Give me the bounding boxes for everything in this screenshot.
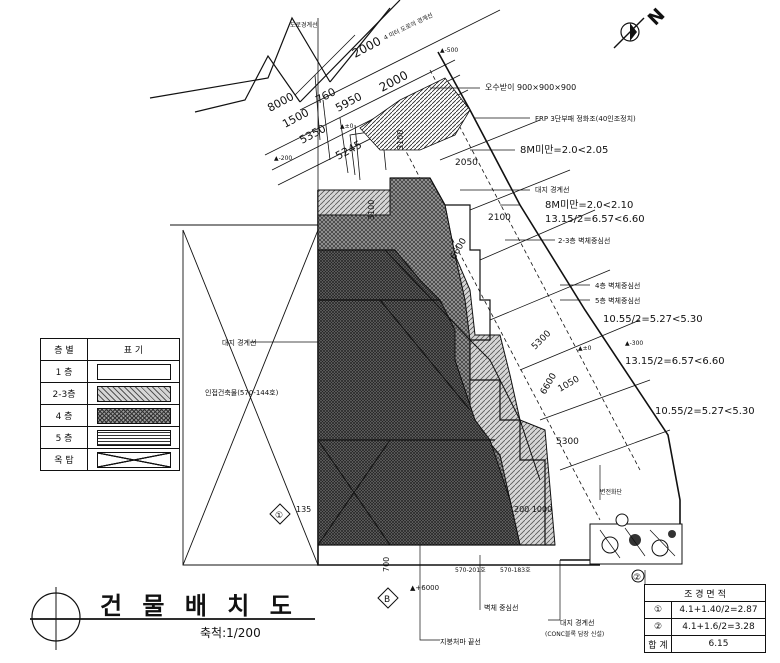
ann-rule-8m-b: 8M미만=2.0<2.10 [545, 199, 633, 211]
road-edges [149, 0, 401, 113]
dim-3100b: 3100 [367, 200, 376, 220]
ann-level-500a: ▲-500 [440, 47, 458, 54]
dim-3100a: 3100 [396, 130, 405, 150]
neighbor-lines [170, 224, 320, 566]
svg-text:B: B [384, 595, 390, 605]
legend-row: 1 층 [40, 360, 180, 383]
ann-site-line-a: 대지 경계선 [535, 185, 569, 194]
floor-separators [318, 249, 555, 546]
landscape-row: ① 4.1+1.40/2=2.87 [644, 601, 766, 619]
drawing-scale: 축척:1/200 [200, 626, 261, 640]
landscape-row: 합 계 6.15 [644, 635, 766, 653]
dim-2100: 2100 [488, 213, 511, 223]
ann-plot-note: 변전화단 [600, 488, 623, 496]
dim-135: 135 [296, 505, 311, 514]
dim-6600b: 6600 [539, 371, 559, 396]
ann-level-0a: ▲±0 [340, 123, 354, 130]
landscape-area-table: 조 경 면 적 ① 4.1+1.40/2=2.87 ② 4.1+1.6/2=3.… [644, 584, 766, 653]
ann-lot-a: 570-201호 [455, 567, 486, 574]
ann-road-line: 4 미터 도로의 경계선 [382, 11, 434, 42]
landscape-header: 조 경 면 적 [644, 584, 766, 602]
dim-5245: 5245 [333, 138, 364, 163]
dim-1050: 1050 [557, 374, 582, 394]
legend-row: 2-3층 [40, 382, 180, 405]
title-symbol [30, 587, 315, 650]
stepped-outline [390, 177, 546, 545]
legend-swatch-horiz [96, 429, 171, 446]
legend-row: 옥 탑 [40, 448, 180, 471]
legend-swatch-diag [96, 385, 171, 402]
ann-line-4f: 4층 벽체중심선 [595, 281, 640, 290]
legend-swatch-x [96, 451, 171, 468]
svg-text:①: ① [275, 511, 283, 521]
ann-level-0b: ▲±0 [578, 345, 592, 352]
landscape-planter [589, 523, 683, 565]
ann-rule-1055-a: 10.55/2=5.27<5.30 [603, 314, 703, 325]
dim-2050: 2050 [455, 158, 478, 168]
legend-swatch-blank [96, 363, 171, 380]
ann-marker-b: ② [633, 573, 641, 583]
legend-table: 층 별 표 기 1 층 2-3층 4 층 5 층 옥 탑 [40, 338, 180, 471]
dim-5300b: 5300 [556, 437, 579, 447]
section-marker-left: ① [269, 503, 291, 525]
north-label: N [644, 4, 670, 30]
ann-level-6000: ▲+6000 [410, 584, 439, 592]
legend-header: 층 별 표 기 [40, 338, 180, 361]
section-marker-bottom: B [377, 587, 399, 609]
ann-wall-center: 벽체 중심선 [484, 603, 518, 612]
dimension-lines [264, 9, 501, 190]
ann-site-line-c: 대지 경계선 [560, 618, 594, 627]
ann-rule-1315-b: 13.15/2=6.57<6.60 [625, 356, 725, 367]
dim-5300a: 5300 [530, 329, 553, 352]
ann-frp-tank: FRP 3단부패 정화조(40인조정치) [535, 114, 636, 123]
ann-level-200: ▲-200 [274, 155, 292, 162]
ann-top-boundary: 도로경계선 [290, 21, 318, 29]
dim-5350: 5350 [297, 122, 328, 147]
dim-8000: 8000 [265, 90, 296, 115]
ann-rule-1055-b: 10.55/2=5.27<5.30 [655, 406, 755, 417]
leader-lines [250, 87, 646, 641]
ann-roof-line: 지붕처마 끝선 [440, 637, 481, 646]
legend-swatch-cross [96, 407, 171, 424]
ann-lot-b: 570-183호 [500, 567, 531, 574]
dim-2000a: 2000 [350, 34, 384, 61]
ann-rule-1315-a: 13.15/2=6.57<6.60 [545, 214, 645, 225]
ann-level-300: ▲-300 [625, 340, 643, 347]
north-arrow: N [613, 4, 670, 49]
ann-line-23: 2-3층 벽체중심선 [558, 236, 610, 245]
landscape-row: ② 4.1+1.6/2=3.28 [644, 618, 766, 636]
dim-200-1000: 200 1000 [514, 505, 552, 514]
dim-1500: 1500 [280, 106, 311, 131]
legend-row: 4 층 [40, 404, 180, 427]
ann-neighbor: 인접건축물(570-144호) [205, 388, 279, 397]
planter-marker [615, 513, 645, 583]
ann-outdoor-stair: 오수받이 900×900×900 [485, 82, 576, 92]
ann-site-line-b: 대지 경계선 [222, 338, 256, 347]
legend-row: 5 층 [40, 426, 180, 449]
dim-5950: 5950 [333, 90, 364, 115]
top-wedge [359, 77, 471, 151]
interior-diagonals [317, 249, 541, 546]
drawing-title: 건 물 배 치 도 [100, 592, 298, 620]
ann-concrete: (CONC블록 담장 신설) [545, 630, 604, 638]
ann-line-5f: 5층 벽체중심선 [595, 296, 640, 305]
dim-700: 700 [382, 557, 391, 572]
ann-rule-8m-a: 8M미만=2.0<2.05 [520, 144, 608, 156]
